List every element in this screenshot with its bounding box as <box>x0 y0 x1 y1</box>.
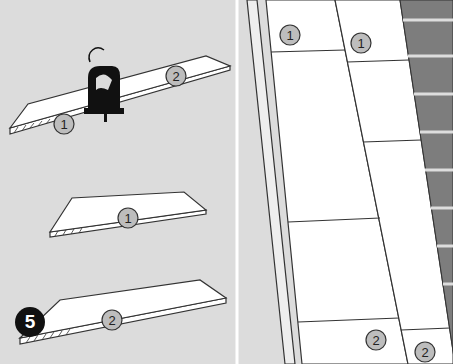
callout-text: 1 <box>279 24 301 46</box>
panel-column <box>335 0 453 364</box>
panel-joint <box>401 328 450 330</box>
brick-joints <box>403 20 453 284</box>
panel-joint <box>298 318 399 322</box>
panel-joint <box>347 60 409 62</box>
callout-number: 2 <box>165 65 187 87</box>
plank <box>10 56 230 134</box>
callout-number: 1 <box>53 113 75 135</box>
callout-number: 2 <box>365 329 387 351</box>
callout-number: 1 <box>279 24 301 46</box>
divider <box>236 0 239 364</box>
callout-number: 2 <box>414 341 436 363</box>
callout-text: 2 <box>165 65 187 87</box>
panel-joint <box>363 140 421 142</box>
panel-joint <box>288 218 380 222</box>
callout-text: 1 <box>53 113 75 135</box>
left-panel <box>0 0 237 364</box>
jigsaw-symbol <box>84 48 124 122</box>
callout-text: 1 <box>350 32 372 54</box>
callout-text: 2 <box>365 329 387 351</box>
callout-number: 1 <box>350 32 372 54</box>
callout-number: 1 <box>117 207 139 229</box>
callout-text: 2 <box>101 309 123 331</box>
step-number: 5 <box>14 306 46 338</box>
callout-text: 5 <box>14 306 46 338</box>
callout-text: 2 <box>414 341 436 363</box>
panel-joint <box>271 50 345 52</box>
brick-wall <box>400 0 453 364</box>
plank <box>50 192 206 237</box>
callout-number: 2 <box>101 309 123 331</box>
plank <box>20 280 226 344</box>
callout-text: 1 <box>117 207 139 229</box>
